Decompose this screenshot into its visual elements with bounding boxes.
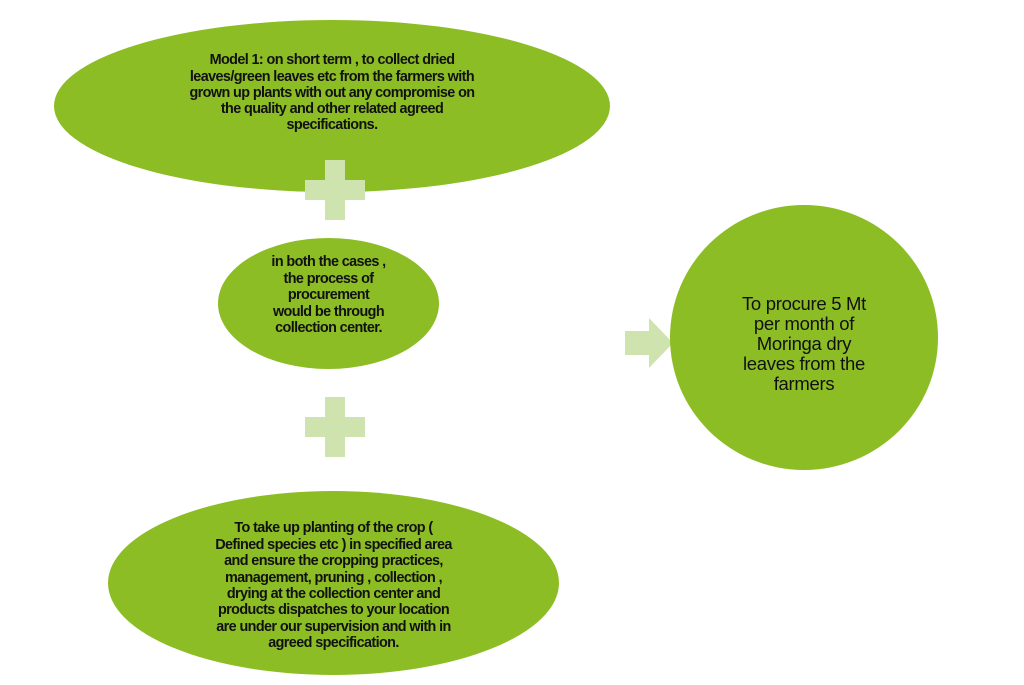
procurement-process-node: in both the cases , the process of procu…: [218, 238, 439, 369]
right-arrow-icon: [625, 318, 673, 368]
plus-icon: [305, 397, 365, 457]
goal-node: To procure 5 Mt per month of Moringa dry…: [670, 205, 938, 470]
planting-model-text: To take up planting of the crop ( Define…: [215, 520, 452, 652]
procurement-process-text: in both the cases , the process of procu…: [271, 254, 386, 337]
goal-text: To procure 5 Mt per month of Moringa dry…: [741, 292, 867, 394]
model-short-term-text: Model 1: on short term , to collect drie…: [189, 52, 475, 134]
planting-model-node: To take up planting of the crop ( Define…: [108, 491, 559, 675]
plus-icon: [305, 160, 365, 220]
